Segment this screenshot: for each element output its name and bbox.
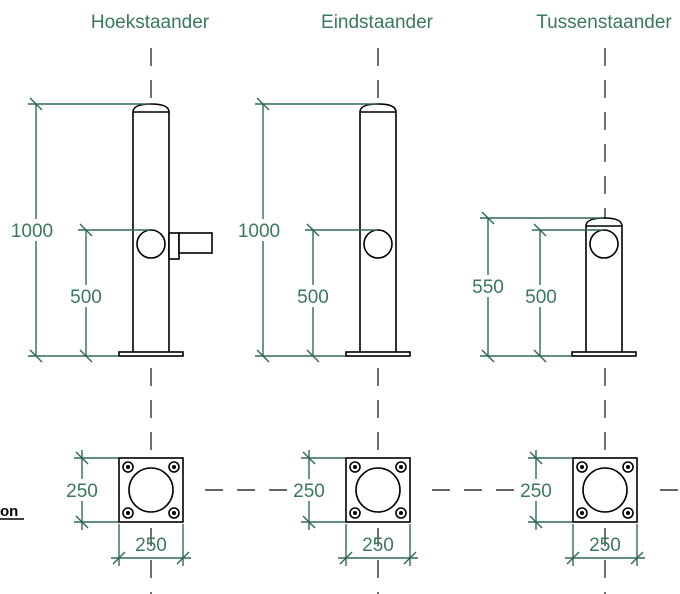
dim-base-end-depth: 250 <box>293 481 325 502</box>
middle-post-connection-hole <box>589 229 619 259</box>
dim-end-height: 1000 <box>238 221 280 242</box>
dim-base-end-width: 250 <box>362 535 394 556</box>
end-post-connection-hole <box>363 229 393 259</box>
corner-post-bracket-plate <box>168 232 180 260</box>
dimensions-base-end: 250 250 <box>291 450 418 566</box>
dim-middle-height: 550 <box>472 277 504 298</box>
corner-post-elevation <box>118 103 213 357</box>
title-end-post: Eindstaander <box>321 12 434 33</box>
base-plate-corner-plan <box>118 457 184 523</box>
dim-corner-connection: 500 <box>70 287 102 308</box>
end-post-elevation <box>345 103 411 357</box>
corner-post-baseplate <box>118 351 184 357</box>
title-corner-post: Hoekstaander <box>91 12 210 33</box>
footnote-text: on <box>0 503 18 520</box>
middle-post-baseplate <box>571 351 637 357</box>
corner-post-bracket-arm <box>178 232 213 254</box>
dim-end-connection: 500 <box>297 287 329 308</box>
title-intermediate-post: Tussenstaander <box>536 12 672 33</box>
base-plate-middle-post-outline <box>582 467 628 513</box>
base-plate-corner-post-outline <box>128 467 174 513</box>
dim-base-middle-depth: 250 <box>520 481 552 502</box>
dim-base-middle-width: 250 <box>589 535 621 556</box>
dimensions-middle-post: 550 500 <box>469 211 603 363</box>
footnote-fragment: on <box>0 503 24 520</box>
dimensions-corner-post: 1000 500 <box>6 97 150 363</box>
dim-corner-height: 1000 <box>11 221 53 242</box>
dimensions-base-middle: 250 250 <box>518 450 645 566</box>
end-post-baseplate <box>345 351 411 357</box>
base-plate-end-plan <box>345 457 411 523</box>
dimensions-end-post: 1000 500 <box>233 97 377 363</box>
corner-post-connection-hole <box>136 229 166 259</box>
middle-post-elevation <box>571 217 637 357</box>
dim-middle-connection: 500 <box>525 287 557 308</box>
base-plate-middle-plan <box>572 457 638 523</box>
base-plate-end-post-outline <box>355 467 401 513</box>
dim-base-corner-depth: 250 <box>66 481 98 502</box>
dim-base-corner-width: 250 <box>135 535 167 556</box>
dimensions-base-corner: 250 250 <box>64 450 191 566</box>
